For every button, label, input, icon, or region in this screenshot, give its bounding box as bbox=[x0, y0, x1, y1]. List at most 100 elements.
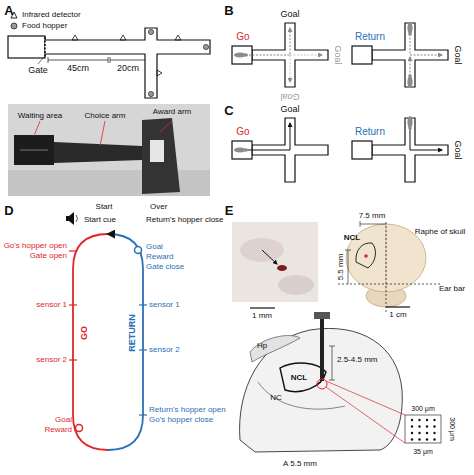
sensor-label: sensor 2 bbox=[149, 346, 180, 354]
histology-image bbox=[278, 275, 314, 295]
apparatus-photo bbox=[142, 118, 180, 194]
event-label: Go's hopper close bbox=[149, 416, 213, 424]
route-arrow bbox=[242, 28, 442, 150]
apparatus-photo bbox=[8, 104, 210, 196]
goal-label: Goal bbox=[280, 92, 299, 101]
region-label: Hp bbox=[257, 342, 267, 350]
speaker-icon bbox=[66, 216, 69, 221]
brain-photo bbox=[360, 224, 386, 225]
panel-letter: A bbox=[4, 4, 13, 17]
event-label: Over bbox=[150, 203, 167, 211]
apparatus-photo bbox=[150, 140, 164, 162]
landmark-label: Raphe of skull bbox=[415, 228, 466, 236]
landmark-label: Ear bar bbox=[439, 285, 465, 293]
apparatus-photo bbox=[100, 121, 105, 146]
electrode-grid bbox=[411, 425, 413, 427]
task-loop bbox=[76, 425, 83, 432]
electrode-grid bbox=[418, 419, 420, 421]
task-loop bbox=[73, 234, 108, 450]
speaker-icon bbox=[69, 212, 74, 225]
apparatus-photo bbox=[20, 150, 48, 151]
area-label: Choice arm bbox=[85, 112, 126, 120]
brain-photo bbox=[386, 306, 410, 307]
electrode-grid bbox=[411, 432, 413, 434]
electrode-grid bbox=[433, 432, 435, 434]
electrode-grid bbox=[405, 415, 441, 443]
event-label: Gate close bbox=[146, 263, 184, 271]
task-loop bbox=[139, 414, 147, 415]
maze-schematic bbox=[175, 35, 181, 40]
task-loop bbox=[139, 349, 147, 350]
electrode-grid bbox=[418, 432, 420, 434]
phase-label: Go bbox=[236, 127, 249, 137]
sensor-label: sensor 1 bbox=[36, 301, 67, 309]
apparatus-photo bbox=[8, 104, 210, 196]
electrode-grid bbox=[418, 438, 420, 440]
goal-label: Goal bbox=[453, 45, 462, 64]
event-label: Start bbox=[96, 203, 113, 211]
legend-symbol bbox=[11, 23, 17, 29]
route-arrow bbox=[290, 55, 291, 82]
route-arrow bbox=[410, 34, 442, 55]
scale-label: 1 mm bbox=[252, 312, 272, 320]
route-arrow bbox=[410, 57, 411, 76]
phase-label: GO bbox=[80, 326, 89, 340]
task-loop bbox=[69, 250, 77, 251]
electrode-grid bbox=[433, 438, 435, 440]
histology-image bbox=[250, 307, 275, 308]
event-label: Goal bbox=[55, 416, 72, 424]
rat-icon bbox=[407, 116, 412, 130]
rat-icon bbox=[234, 147, 248, 152]
electrode-grid bbox=[411, 438, 413, 440]
route-arrow bbox=[290, 55, 322, 56]
maze-schematic bbox=[110, 60, 145, 61]
region-label: NCL bbox=[291, 374, 307, 382]
phase-label: Go bbox=[236, 32, 249, 42]
maze-schematic bbox=[148, 91, 153, 96]
goal-label: Goal bbox=[333, 45, 342, 64]
maze-schematic bbox=[120, 35, 126, 40]
rat-icon bbox=[234, 22, 413, 153]
rat-icon bbox=[407, 74, 412, 88]
event-label: Reward bbox=[44, 426, 72, 434]
maze-diagram bbox=[352, 23, 448, 87]
dimension-label: 45cm bbox=[67, 64, 89, 73]
apparatus-photo bbox=[160, 121, 172, 132]
maze-schematic bbox=[48, 57, 49, 63]
dimension-label: 7.5 mm bbox=[359, 212, 386, 220]
route-arrow bbox=[410, 124, 442, 150]
brain-section bbox=[280, 363, 326, 392]
maze-schematic bbox=[157, 70, 162, 76]
event-label: Return's hopper close bbox=[146, 216, 224, 224]
panel-letter: E bbox=[225, 204, 234, 217]
speaker-icon bbox=[76, 215, 78, 222]
event-label: Go's hopper open bbox=[4, 242, 67, 250]
speaker-icon bbox=[66, 212, 78, 225]
panel-letter: B bbox=[224, 4, 233, 17]
maze-schematic bbox=[38, 57, 44, 64]
section-label: A 5.5 mm bbox=[283, 460, 317, 468]
brain-photo bbox=[386, 222, 387, 312]
electrode-grid bbox=[433, 419, 435, 421]
brain-photo bbox=[360, 221, 361, 227]
brain-section bbox=[258, 382, 345, 409]
phase-label: RETURN bbox=[128, 314, 137, 352]
brain-photo bbox=[356, 243, 376, 268]
brain-section bbox=[250, 336, 300, 362]
electrode-grid bbox=[405, 415, 441, 443]
maze-schematic bbox=[48, 60, 108, 61]
task-loop bbox=[69, 359, 77, 360]
brain-photo bbox=[345, 250, 351, 251]
maze-schematic bbox=[44, 37, 46, 57]
apparatus-photo bbox=[8, 170, 210, 196]
event-label: Gate open bbox=[30, 252, 67, 260]
electrode-grid bbox=[426, 419, 428, 421]
brain-photo bbox=[364, 254, 368, 258]
electrode-grid bbox=[426, 432, 428, 434]
maze-schematic bbox=[148, 29, 153, 34]
electrode-grid bbox=[411, 419, 436, 441]
maze-schematic bbox=[8, 28, 210, 98]
maze-schematic bbox=[45, 28, 210, 98]
maze-diagram bbox=[232, 23, 328, 87]
